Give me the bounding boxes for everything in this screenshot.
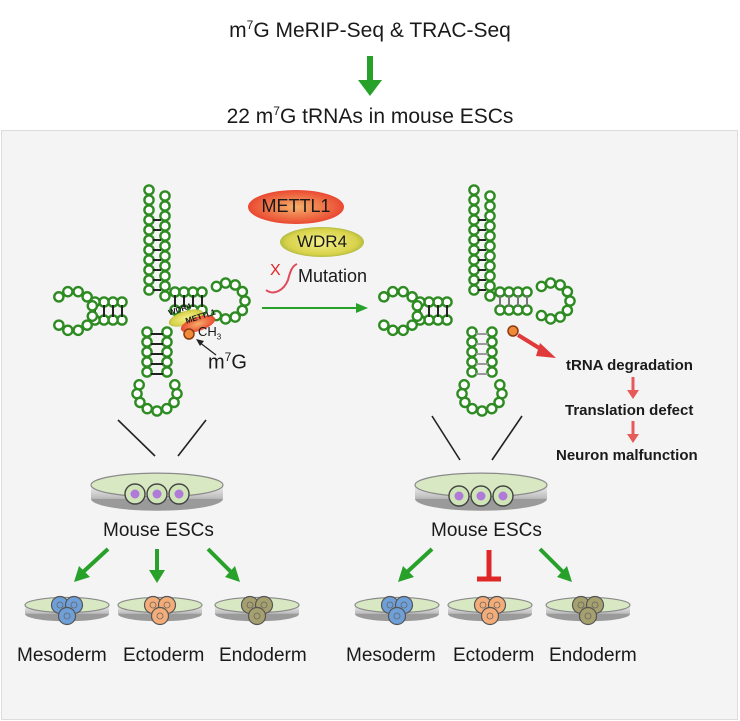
differentiated-cell	[480, 606, 500, 626]
outcome-neuron-malfunction: Neuron malfunction	[556, 447, 698, 464]
methyl-group-label: CH3	[198, 324, 222, 342]
differentiated-cell	[150, 606, 170, 626]
inhibition-to-ectoderm-right	[477, 550, 501, 582]
method-title: m7G MeRIP-Seq & TRAC-Seq	[229, 18, 511, 42]
differentiated-cell	[578, 606, 598, 626]
result-title: 22 m7G tRNAs in mouse ESCs	[226, 104, 514, 128]
right-mesoderm-dish	[354, 595, 440, 626]
right-ectoderm-dish	[447, 595, 533, 626]
wdr4-label: WDR4	[296, 232, 348, 251]
left-endoderm-label: Endoderm	[219, 645, 307, 666]
arrow-to-endoderm-right	[538, 547, 572, 582]
left-m7g-site	[183, 328, 195, 340]
differentiated-cell	[57, 606, 77, 626]
arrow-to-ectoderm-left	[149, 549, 165, 583]
right-esc-dish	[414, 472, 548, 511]
right-m7g-site	[507, 325, 519, 337]
right-esc-label: Mouse ESCs	[431, 520, 542, 541]
esc-nucleus	[498, 491, 508, 501]
outcome-trna-degradation: tRNA degradation	[566, 357, 693, 374]
mutation-squiggle	[265, 263, 298, 294]
esc-nucleus	[130, 489, 140, 499]
esc-nucleus	[152, 489, 162, 499]
esc-nucleus	[454, 491, 464, 501]
outcome-arrow-2	[627, 421, 639, 443]
right-ectoderm-label: Ectoderm	[453, 645, 535, 666]
esc-nucleus	[476, 491, 486, 501]
left-ectoderm-dish	[117, 595, 203, 626]
outcome-translation-defect: Translation defect	[565, 402, 694, 419]
mettl1-enzyme	[248, 190, 344, 224]
conversion-arrow	[262, 303, 368, 313]
esc-nucleus	[174, 489, 184, 499]
differentiated-cell	[387, 606, 407, 626]
mutation-label: Mutation	[298, 266, 368, 286]
left-trna-cloverleaf	[53, 184, 251, 417]
arrow-to-mesoderm-left	[74, 547, 110, 582]
differentiated-cell	[247, 606, 267, 626]
right-endoderm-dish	[545, 595, 631, 626]
left-esc-dish	[90, 472, 224, 511]
right-trna-cloverleaf	[378, 184, 576, 417]
left-ectoderm-label: Ectoderm	[123, 645, 205, 666]
left-mesoderm-label: Mesoderm	[17, 645, 107, 666]
mettl1-label: METTL1	[261, 196, 331, 216]
right-mesoderm-label: Mesoderm	[346, 645, 436, 666]
left-mesoderm-dish	[24, 595, 110, 626]
arrow-to-endoderm-left	[206, 547, 240, 582]
arrow-to-mesoderm-right	[398, 547, 434, 582]
m7g-label: m7G	[208, 350, 247, 374]
wdr4-enzyme	[280, 227, 364, 257]
degradation-arrow	[516, 333, 556, 358]
right-endoderm-label: Endoderm	[549, 645, 637, 666]
left-esc-label: Mouse ESCs	[103, 520, 214, 541]
m7g-pointer-arrow	[196, 339, 217, 356]
outcome-arrow-1	[627, 377, 639, 399]
mutation-x-icon: X	[270, 262, 281, 279]
left-endoderm-dish	[214, 595, 300, 626]
